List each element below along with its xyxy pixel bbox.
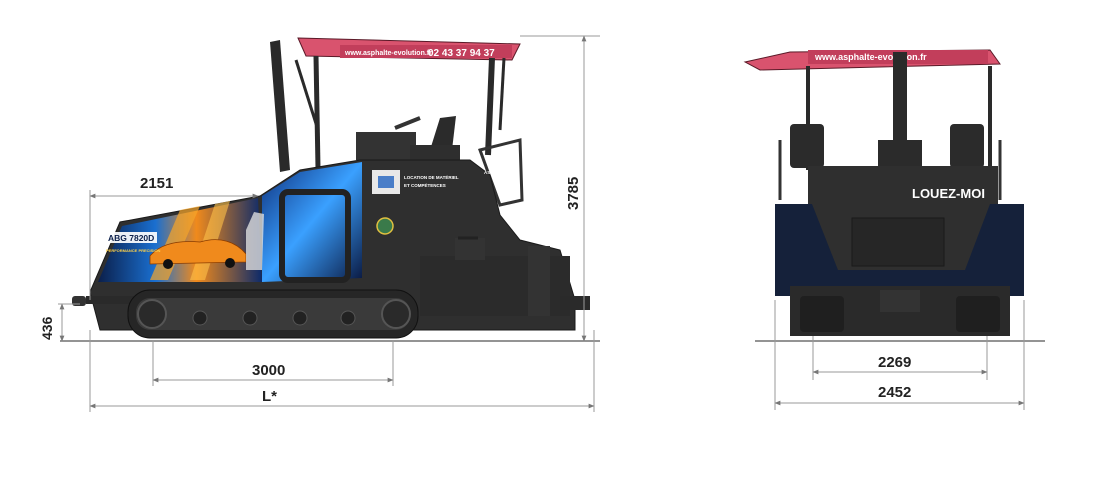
dim-track-height: 436 <box>39 316 55 340</box>
side-dimensions <box>58 35 600 412</box>
side-canopy: www.asphalte-evolution.fr 02 43 37 94 37 <box>297 37 521 61</box>
exhaust-stack <box>270 40 290 172</box>
rear-label: LOUEZ-MOI <box>912 186 985 201</box>
dim-track-length: 3000 <box>252 362 285 379</box>
rear-canopy-url: www.asphalte-evolution.fr <box>814 52 927 62</box>
engine-door <box>279 189 351 283</box>
dim-rear-overhang: 2151 <box>140 175 173 192</box>
wrap-tagline: PERFORMANCE PRECISION <box>106 248 161 253</box>
rear-seat-right <box>950 124 984 168</box>
dim-total-width: 2452 <box>878 384 911 401</box>
side-canopy-phone: 02 43 37 94 37 <box>428 48 495 59</box>
rear-exhaust <box>893 52 907 162</box>
rear-upper-body <box>808 166 998 204</box>
side-canopy-url: www.asphalte-evolution.fr <box>344 50 432 57</box>
wrap-service-line1: LOCATION DE MATÉRIEL <box>404 173 459 180</box>
side-main-body: ABG 7820D PERFORMANCE PRECISION LOCATION… <box>89 159 590 331</box>
side-track <box>72 289 419 339</box>
wrap-service-line2: ET COMPÉTENCES <box>404 181 446 188</box>
rear-view: www.asphalte-evolution.fr LOUEZ-MOI <box>743 49 1045 410</box>
rear-dimensions <box>774 300 1025 410</box>
dim-total-length: L* <box>262 388 277 405</box>
side-view: www.asphalte-evolution.fr 02 43 37 94 37 <box>39 35 600 412</box>
wrap-logo-text: ASPHALTE <box>484 170 508 175</box>
wrap-badge <box>376 217 394 235</box>
rear-canopy: www.asphalte-evolution.fr <box>743 49 1001 71</box>
dim-height: 3785 <box>565 177 582 210</box>
rear-seat-left <box>790 124 824 168</box>
wrap-car <box>149 239 247 265</box>
operator-station <box>356 116 524 207</box>
wrap-model: ABG 7820D <box>108 233 154 243</box>
dim-track-width: 2269 <box>878 354 911 371</box>
